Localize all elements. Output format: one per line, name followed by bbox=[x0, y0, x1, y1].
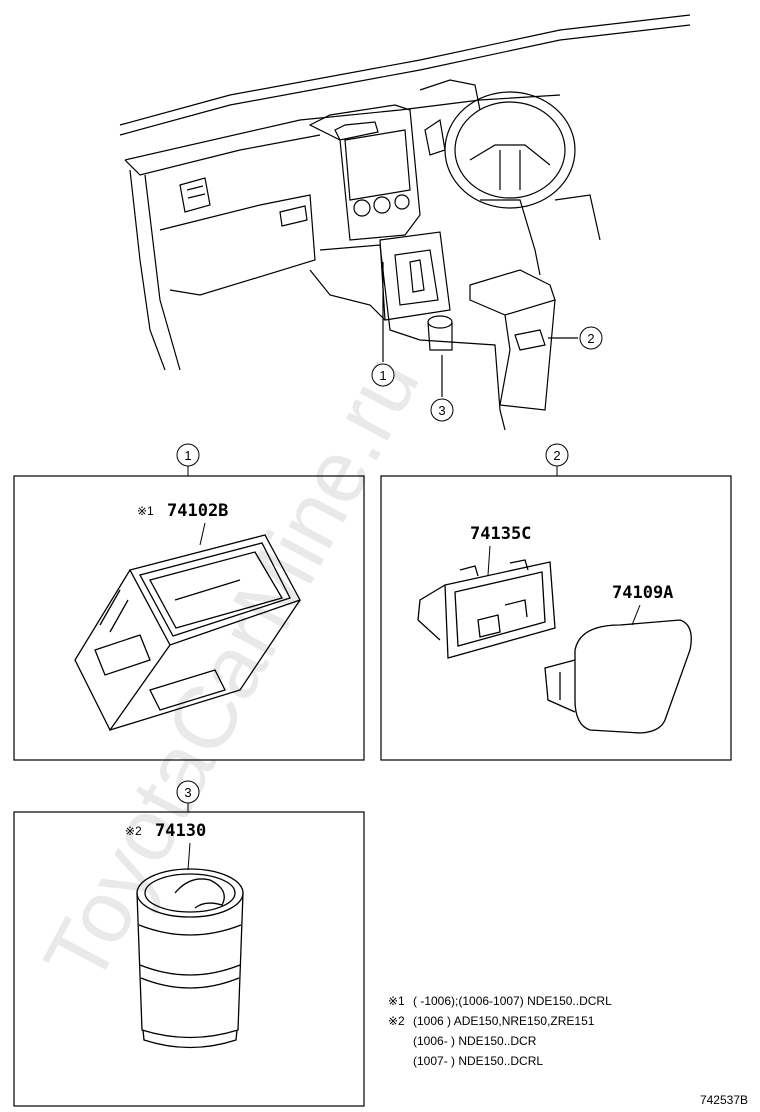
svg-text:3: 3 bbox=[438, 403, 445, 418]
detail-box-3: 3 ※2 74130 bbox=[13, 780, 365, 1107]
svg-text:※1: ※1 bbox=[388, 994, 405, 1008]
ashtray-74109A-drawing bbox=[544, 619, 692, 734]
svg-text:2: 2 bbox=[587, 331, 594, 346]
note-mark-2: ※2 bbox=[125, 824, 142, 838]
cup-holder-74130-drawing bbox=[136, 868, 244, 1049]
part-number-74130: 74130 bbox=[155, 821, 206, 841]
callout-1: 1 bbox=[371, 363, 395, 387]
part-number-74135C: 74135C bbox=[470, 524, 531, 544]
svg-text:3: 3 bbox=[184, 785, 191, 800]
detail-box-2: 2 74135C 74109A bbox=[380, 443, 732, 761]
svg-text:(1006 ) ADE150,NRE150: (1006 ) ADE150,NRE150,ZRE151 bbox=[413, 1014, 595, 1028]
dashboard-illustration bbox=[119, 14, 691, 431]
callout-2: 2 bbox=[579, 326, 603, 350]
part-number-74109A: 74109A bbox=[612, 583, 673, 603]
svg-text:(1006- ) NDE150..DCR: (1006- ) NDE150..DCR bbox=[413, 1034, 537, 1048]
svg-text:※2: ※2 bbox=[388, 1014, 405, 1028]
svg-text:1: 1 bbox=[184, 448, 191, 463]
detail-box-1: 1 ※1 74102B bbox=[13, 443, 365, 761]
part-number-74102B: 74102B bbox=[167, 501, 228, 521]
svg-text:( -1006);(1006-1007) ND: ( -1006);(1006-1007) NDE150..DCRL bbox=[413, 994, 612, 1008]
diagram-id: 742537B bbox=[700, 1093, 748, 1107]
bracket-74135C-drawing bbox=[417, 559, 556, 659]
svg-text:1: 1 bbox=[379, 368, 386, 383]
applicability-notes: ※1 ( -1006);(1006-1007) NDE150..DCRL ※2 … bbox=[388, 994, 612, 1068]
note-mark-1: ※1 bbox=[137, 504, 154, 518]
callout-3: 3 bbox=[430, 398, 454, 422]
svg-text:2: 2 bbox=[553, 448, 560, 463]
watermark: ToyotaCarMine.ru bbox=[24, 339, 437, 999]
ashtray-74102B-drawing bbox=[74, 534, 301, 732]
svg-text:(1007- ) NDE150..DCRL: (1007- ) NDE150..DCRL bbox=[413, 1054, 543, 1068]
